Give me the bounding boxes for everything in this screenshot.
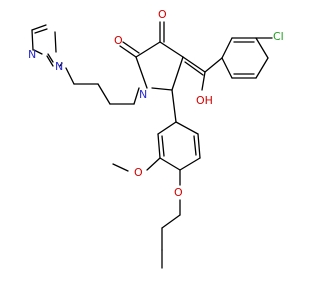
bond: [112, 163, 129, 172]
atom-label-imidazole-n1: N: [28, 48, 36, 61]
bond: [171, 89, 177, 123]
bond: [31, 24, 47, 31]
bond: [161, 214, 181, 229]
bond: [47, 53, 54, 63]
bond: [197, 133, 201, 159]
bond: [171, 56, 184, 91]
bond: [59, 62, 63, 67]
atom-label-chlorine: Cl: [273, 30, 284, 43]
atom-label-methoxy-o: O: [134, 166, 143, 179]
chlorophenyl-ring: [221, 37, 273, 79]
bond: [135, 41, 161, 58]
bond: [54, 31, 57, 53]
bond: [146, 157, 161, 171]
bond: [119, 45, 137, 58]
atom-label-ketone-o2: O: [158, 8, 167, 21]
bond: [151, 87, 173, 91]
bond: [135, 56, 148, 89]
bond: [221, 37, 233, 59]
bond: [175, 121, 199, 135]
bond: [161, 135, 165, 157]
propyl-linker: [65, 67, 140, 105]
atom-label-ketone-o1: O: [114, 34, 123, 47]
bond: [31, 29, 34, 51]
pyrrolidine-ring: [119, 21, 184, 91]
bond: [179, 157, 201, 171]
methoxy-group: [112, 157, 161, 172]
bond: [157, 133, 161, 159]
bond: [204, 57, 223, 73]
atom-label-pyrrolidine-n: N: [139, 88, 147, 101]
atom-label-hydroxyl: OH: [196, 94, 213, 107]
bond: [65, 67, 75, 85]
bond: [46, 55, 54, 67]
bond: [97, 83, 111, 105]
bond: [184, 61, 204, 76]
atom-label-imidazole-n3: N: [55, 60, 63, 73]
bond: [33, 49, 43, 55]
bond: [159, 157, 181, 171]
bond: [193, 135, 197, 156]
bond: [255, 37, 269, 59]
bond: [182, 56, 206, 73]
atom-label-propoxy-o: O: [174, 186, 183, 199]
bond: [255, 57, 269, 79]
bond: [159, 41, 184, 58]
bond: [133, 87, 140, 105]
propoxy-group: [161, 169, 181, 269]
bond: [34, 28, 48, 34]
aryl-ring: [157, 89, 201, 171]
imidazole-ring: [31, 24, 63, 67]
enol-group: [182, 56, 223, 91]
bond: [157, 121, 177, 135]
bond: [221, 57, 233, 79]
bond: [201, 71, 206, 91]
bond: [122, 41, 140, 54]
molecule-diagram: N N N O O OH O O Cl: [28, 8, 284, 269]
